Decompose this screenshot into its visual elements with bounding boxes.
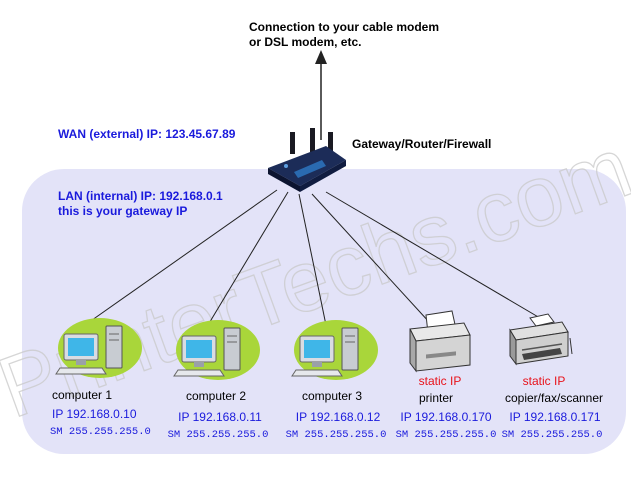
router-icon: [268, 128, 346, 192]
device-subnet: SM 255.255.255.0: [285, 429, 387, 441]
device-name: computer 2: [185, 389, 247, 403]
device-name: printer: [418, 391, 454, 405]
device-subnet: SM 255.255.255.0: [395, 429, 497, 441]
router-label: Gateway/Router/Firewall: [352, 137, 492, 151]
device-subnet: SM 255.255.255.0: [501, 429, 603, 441]
computer-icon: [291, 320, 378, 380]
link-computer-1: [84, 189, 278, 326]
device-ip: IP 192.168.0.171: [509, 410, 601, 424]
printer-icon: [409, 310, 471, 373]
wan-label: WAN (external) IP: 123.45.67.89: [58, 127, 236, 141]
device-name: computer 3: [301, 389, 363, 403]
upstream-label-line1: Connection to your cable modem: [249, 20, 440, 34]
lan-label-line1: LAN (internal) IP: 192.168.0.1: [58, 189, 223, 203]
device-ip: IP 192.168.0.170: [400, 410, 492, 424]
copier-icon: [509, 313, 573, 366]
static-ip-tag: static IP: [522, 374, 566, 388]
link-copier: [325, 191, 541, 319]
device-ip: IP 192.168.0.12: [295, 410, 381, 424]
device-name: computer 1: [52, 388, 113, 402]
lan-label-line2: this is your gateway IP: [58, 204, 188, 218]
device-ip: IP 192.168.0.10: [52, 407, 137, 421]
upstream-label: Connection to your cable modem or DSL mo…: [249, 20, 439, 50]
static-ip-tag: static IP: [418, 374, 462, 388]
device-subnet: SM 255.255.255.0: [50, 426, 151, 438]
connection-lines: [84, 189, 541, 331]
lan-label: LAN (internal) IP: 192.168.0.1 this is y…: [58, 189, 223, 219]
lan-zone: [22, 169, 626, 454]
upstream-arrowhead: [315, 50, 327, 64]
device-ip: IP 192.168.0.11: [178, 410, 262, 424]
link-computer-2: [204, 191, 289, 331]
computer-icon: [55, 318, 142, 378]
device-name: copier/fax/scanner: [504, 391, 604, 405]
computer-icon: [173, 320, 260, 380]
upstream-label-line2: or DSL modem, etc.: [249, 35, 362, 49]
link-printer: [311, 193, 431, 324]
link-computer-3: [298, 193, 328, 331]
device-subnet: SM 255.255.255.0: [167, 429, 269, 441]
